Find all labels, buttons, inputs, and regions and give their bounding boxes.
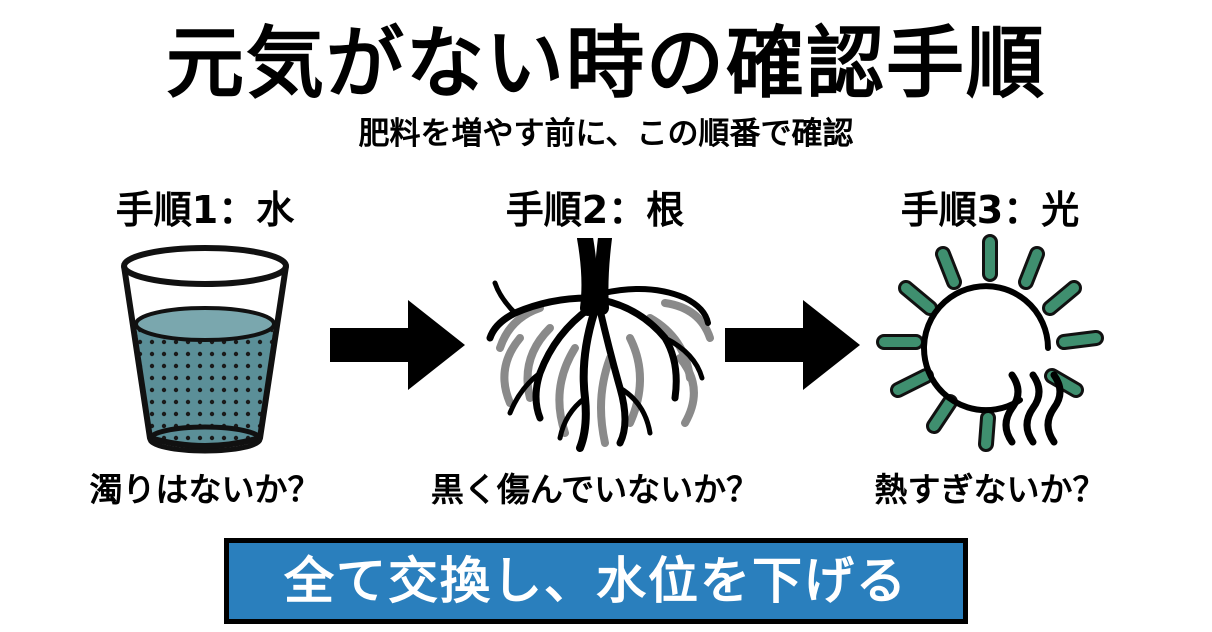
step-3-label: 手順3：光 [900, 188, 1080, 232]
step-3-question: 熱すぎないか？ [874, 470, 1106, 509]
step-1-question: 濁りはないか？ [89, 470, 321, 509]
step-2-label: 手順2：根 [505, 188, 685, 232]
roots-icon [486, 238, 714, 452]
action-banner-text: 全て交換し、水位を下げる [284, 552, 908, 610]
step-2-question: 黒く傷んでいないか？ [430, 470, 760, 509]
sun-heat-icon [876, 234, 1104, 452]
water-glass-icon [121, 245, 289, 454]
arrow-right-icon [725, 300, 860, 390]
action-banner: 全て交換し、水位を下げる [224, 538, 968, 624]
page-title: 元気がない時の確認手順 [165, 19, 1046, 109]
arrow-right-icon [330, 300, 465, 390]
page-subtitle: 肥料を増やす前に、この順番で確認 [358, 116, 854, 152]
step-1-label: 手順1：水 [115, 188, 295, 232]
